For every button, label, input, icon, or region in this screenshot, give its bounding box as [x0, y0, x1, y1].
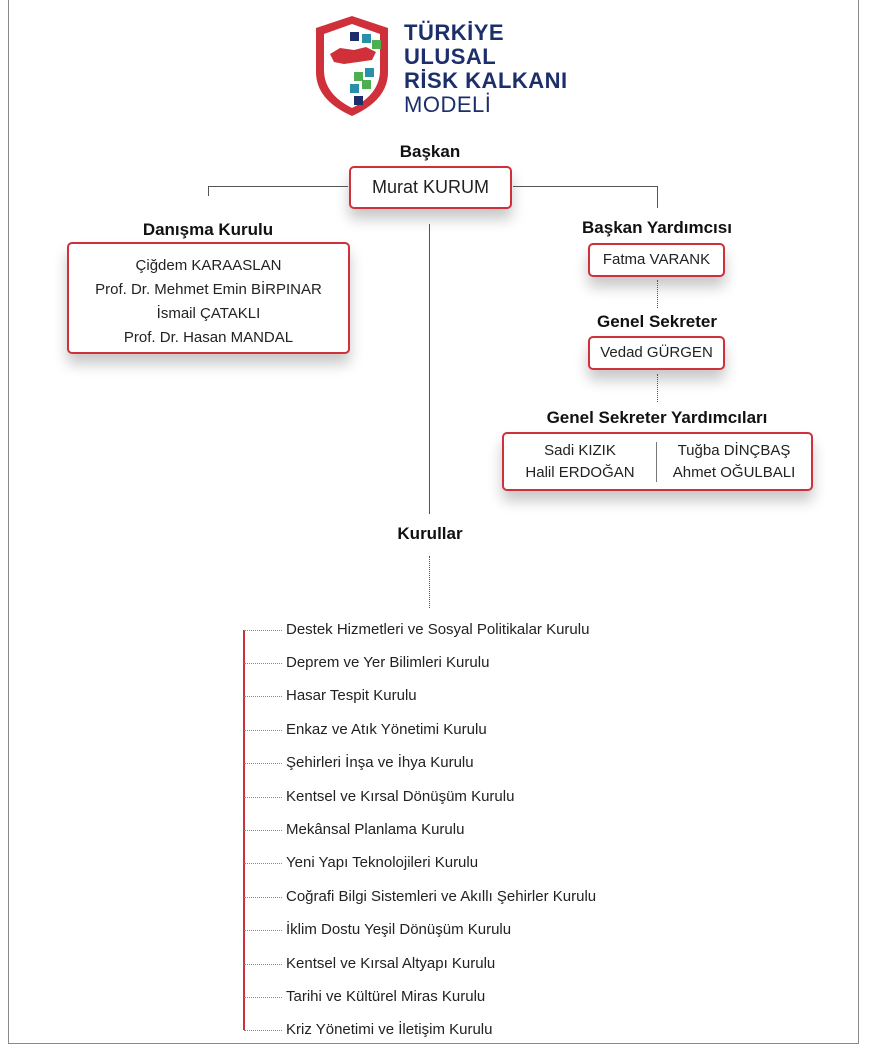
president-name: Murat KURUM — [371, 177, 489, 197]
board-item: Kentsel ve Kırsal Dönüşüm Kurulu — [286, 788, 515, 805]
deputy-secretary-name: Tuğba DİNÇBAŞ — [677, 442, 791, 459]
board-item: Deprem ve Yer Bilimleri Kurulu — [286, 654, 490, 671]
connector-president-advisory — [208, 186, 348, 187]
board-tick — [244, 863, 282, 864]
connector-president-vice — [513, 186, 657, 187]
board-item: Enkaz ve Atık Yönetimi Kurulu — [286, 721, 487, 738]
connector-secretary-deputies — [657, 374, 658, 402]
connector-advisory-drop — [208, 186, 209, 196]
secretary-general-name: Vedad GÜRGEN — [600, 344, 713, 361]
logo-line-2: ULUSAL — [404, 44, 497, 69]
board-item: Yeni Yapı Teknolojileri Kurulu — [286, 854, 479, 871]
vice-president-name: Fatma VARANK — [602, 251, 711, 268]
connector-vice-drop — [657, 186, 658, 208]
board-tick — [244, 663, 282, 664]
board-tick — [244, 897, 282, 898]
advisory-member: Çiğdem KARAASLAN — [135, 257, 282, 274]
deputy-column-left: Sadi KIZIK Halil ERDOĞAN — [504, 440, 656, 484]
connector-boards-list — [429, 556, 430, 608]
logo-line-4: MODELİ — [404, 92, 492, 117]
board-tick — [244, 1030, 282, 1031]
board-item: İklim Dostu Yeşil Dönüşüm Kurulu — [286, 921, 512, 938]
board-tick — [244, 930, 282, 931]
board-item: Şehirleri İnşa ve İhya Kurulu — [286, 754, 474, 771]
advisory-member: Prof. Dr. Hasan MANDAL — [123, 329, 294, 346]
deputy-divider — [656, 442, 657, 482]
shield-logo-icon — [316, 16, 388, 116]
board-item: Mekânsal Planlama Kurulu — [286, 821, 465, 838]
board-tick — [244, 830, 282, 831]
board-tick — [244, 630, 282, 631]
board-tick — [244, 997, 282, 998]
board-tick — [244, 696, 282, 697]
president-title: Başkan — [399, 142, 461, 161]
board-tick — [244, 964, 282, 965]
board-tick — [244, 797, 282, 798]
advisory-member: Prof. Dr. Mehmet Emin BİRPINAR — [95, 281, 322, 298]
board-item: Kriz Yönetimi ve İletişim Kurulu — [286, 1021, 493, 1038]
logo-line-1: TÜRKİYE — [404, 20, 505, 45]
logo-line-3: RİSK KALKANI — [404, 68, 568, 93]
board-item: Coğrafi Bilgi Sistemleri ve Akıllı Şehir… — [286, 888, 597, 905]
vice-president-box: Fatma VARANK — [588, 243, 725, 277]
deputy-secretary-name: Sadi KIZIK — [544, 442, 616, 459]
deputy-secretaries-title: Genel Sekreter Yardımcıları — [546, 408, 768, 427]
board-tick — [244, 730, 282, 731]
advisory-member: İsmail ÇATAKLI — [156, 305, 261, 322]
advisory-title: Danışma Kurulu — [142, 220, 274, 239]
board-item: Hasar Tespit Kurulu — [286, 687, 417, 704]
connector-president-boards — [429, 224, 430, 514]
board-item: Tarihi ve Kültürel Miras Kurulu — [286, 988, 486, 1005]
connector-vice-secretary — [657, 280, 658, 308]
president-box: Murat KURUM — [349, 166, 512, 209]
deputy-secretary-name: Ahmet OĞULBALI — [672, 464, 796, 481]
secretary-general-box: Vedad GÜRGEN — [588, 336, 725, 370]
deputy-secretaries-box: Sadi KIZIK Halil ERDOĞAN Tuğba DİNÇBAŞ A… — [502, 432, 813, 491]
vice-president-title: Başkan Yardımcısı — [582, 218, 732, 237]
secretary-general-title: Genel Sekreter — [596, 312, 717, 331]
board-item: Destek Hizmetleri ve Sosyal Politikalar … — [286, 621, 590, 638]
page-frame — [8, 0, 859, 1044]
advisory-box: Çiğdem KARAASLAN Prof. Dr. Mehmet Emin B… — [67, 242, 350, 354]
deputy-secretary-name: Halil ERDOĞAN — [525, 464, 635, 481]
board-item: Kentsel ve Kırsal Altyapı Kurulu — [286, 955, 496, 972]
boards-title: Kurullar — [397, 524, 463, 543]
board-tick — [244, 763, 282, 764]
deputy-column-right: Tuğba DİNÇBAŞ Ahmet OĞULBALI — [657, 440, 811, 484]
